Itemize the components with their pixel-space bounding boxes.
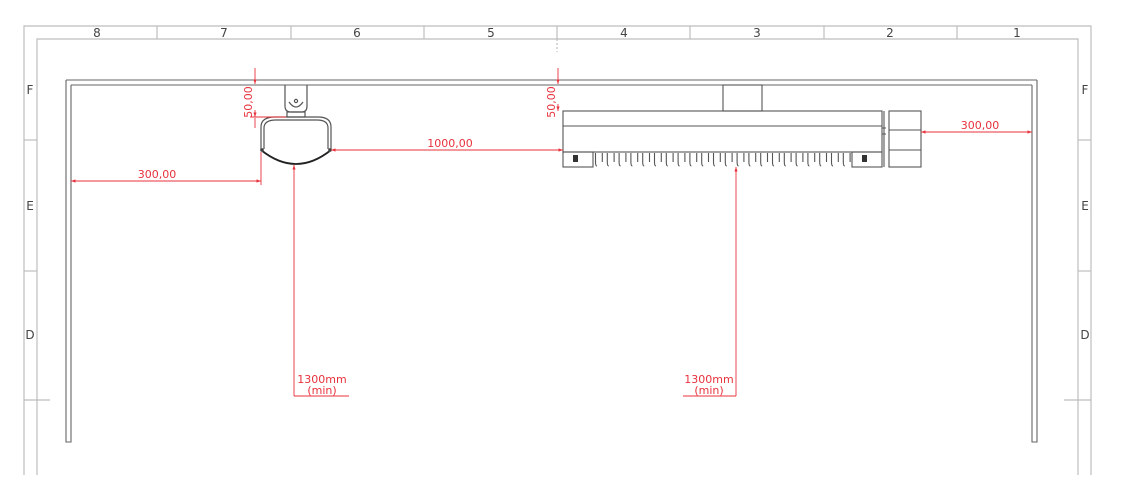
dim-left-wall-clearance: 300,00 (138, 168, 177, 181)
dim-linear-heater-height: 1300mm (684, 373, 733, 386)
column-label: 6 (353, 26, 361, 40)
column-label: 7 (220, 26, 228, 40)
row-label-left: D (25, 328, 34, 342)
room-outline (65, 79, 1038, 443)
round-heater[interactable] (260, 85, 332, 165)
row-label-right: D (1080, 328, 1089, 342)
linear-heater[interactable] (562, 84, 922, 168)
column-label: 8 (93, 26, 101, 40)
column-labels: 8 7 6 5 4 3 2 1 (93, 26, 1021, 40)
dim-linear-heater-ceiling-gap: 50,00 (545, 86, 558, 118)
row-label-left: E (26, 199, 34, 213)
dimension-labels: 50,00 50,00 300,00 1000,00 300,00 1300mm… (138, 86, 1000, 397)
sheet-border (23, 25, 1092, 475)
column-label: 4 (620, 26, 628, 40)
dimensions (71, 68, 1032, 397)
column-label: 1 (1013, 26, 1021, 40)
dim-between-heaters: 1000,00 (427, 137, 473, 150)
row-label-left: F (27, 83, 34, 97)
column-label: 2 (886, 26, 894, 40)
dim-linear-heater-height-qualifier: (min) (694, 384, 723, 397)
dim-right-wall-clearance: 300,00 (961, 119, 1000, 132)
row-label-right: F (1082, 83, 1089, 97)
dim-round-heater-height: 1300mm (297, 373, 346, 386)
dim-round-heater-ceiling-gap: 50,00 (242, 86, 255, 118)
column-label: 3 (753, 26, 761, 40)
column-label: 5 (487, 26, 495, 40)
row-label-right: E (1081, 199, 1089, 213)
dim-round-heater-height-qualifier: (min) (307, 384, 336, 397)
row-labels: F E D F E D (25, 83, 1089, 342)
